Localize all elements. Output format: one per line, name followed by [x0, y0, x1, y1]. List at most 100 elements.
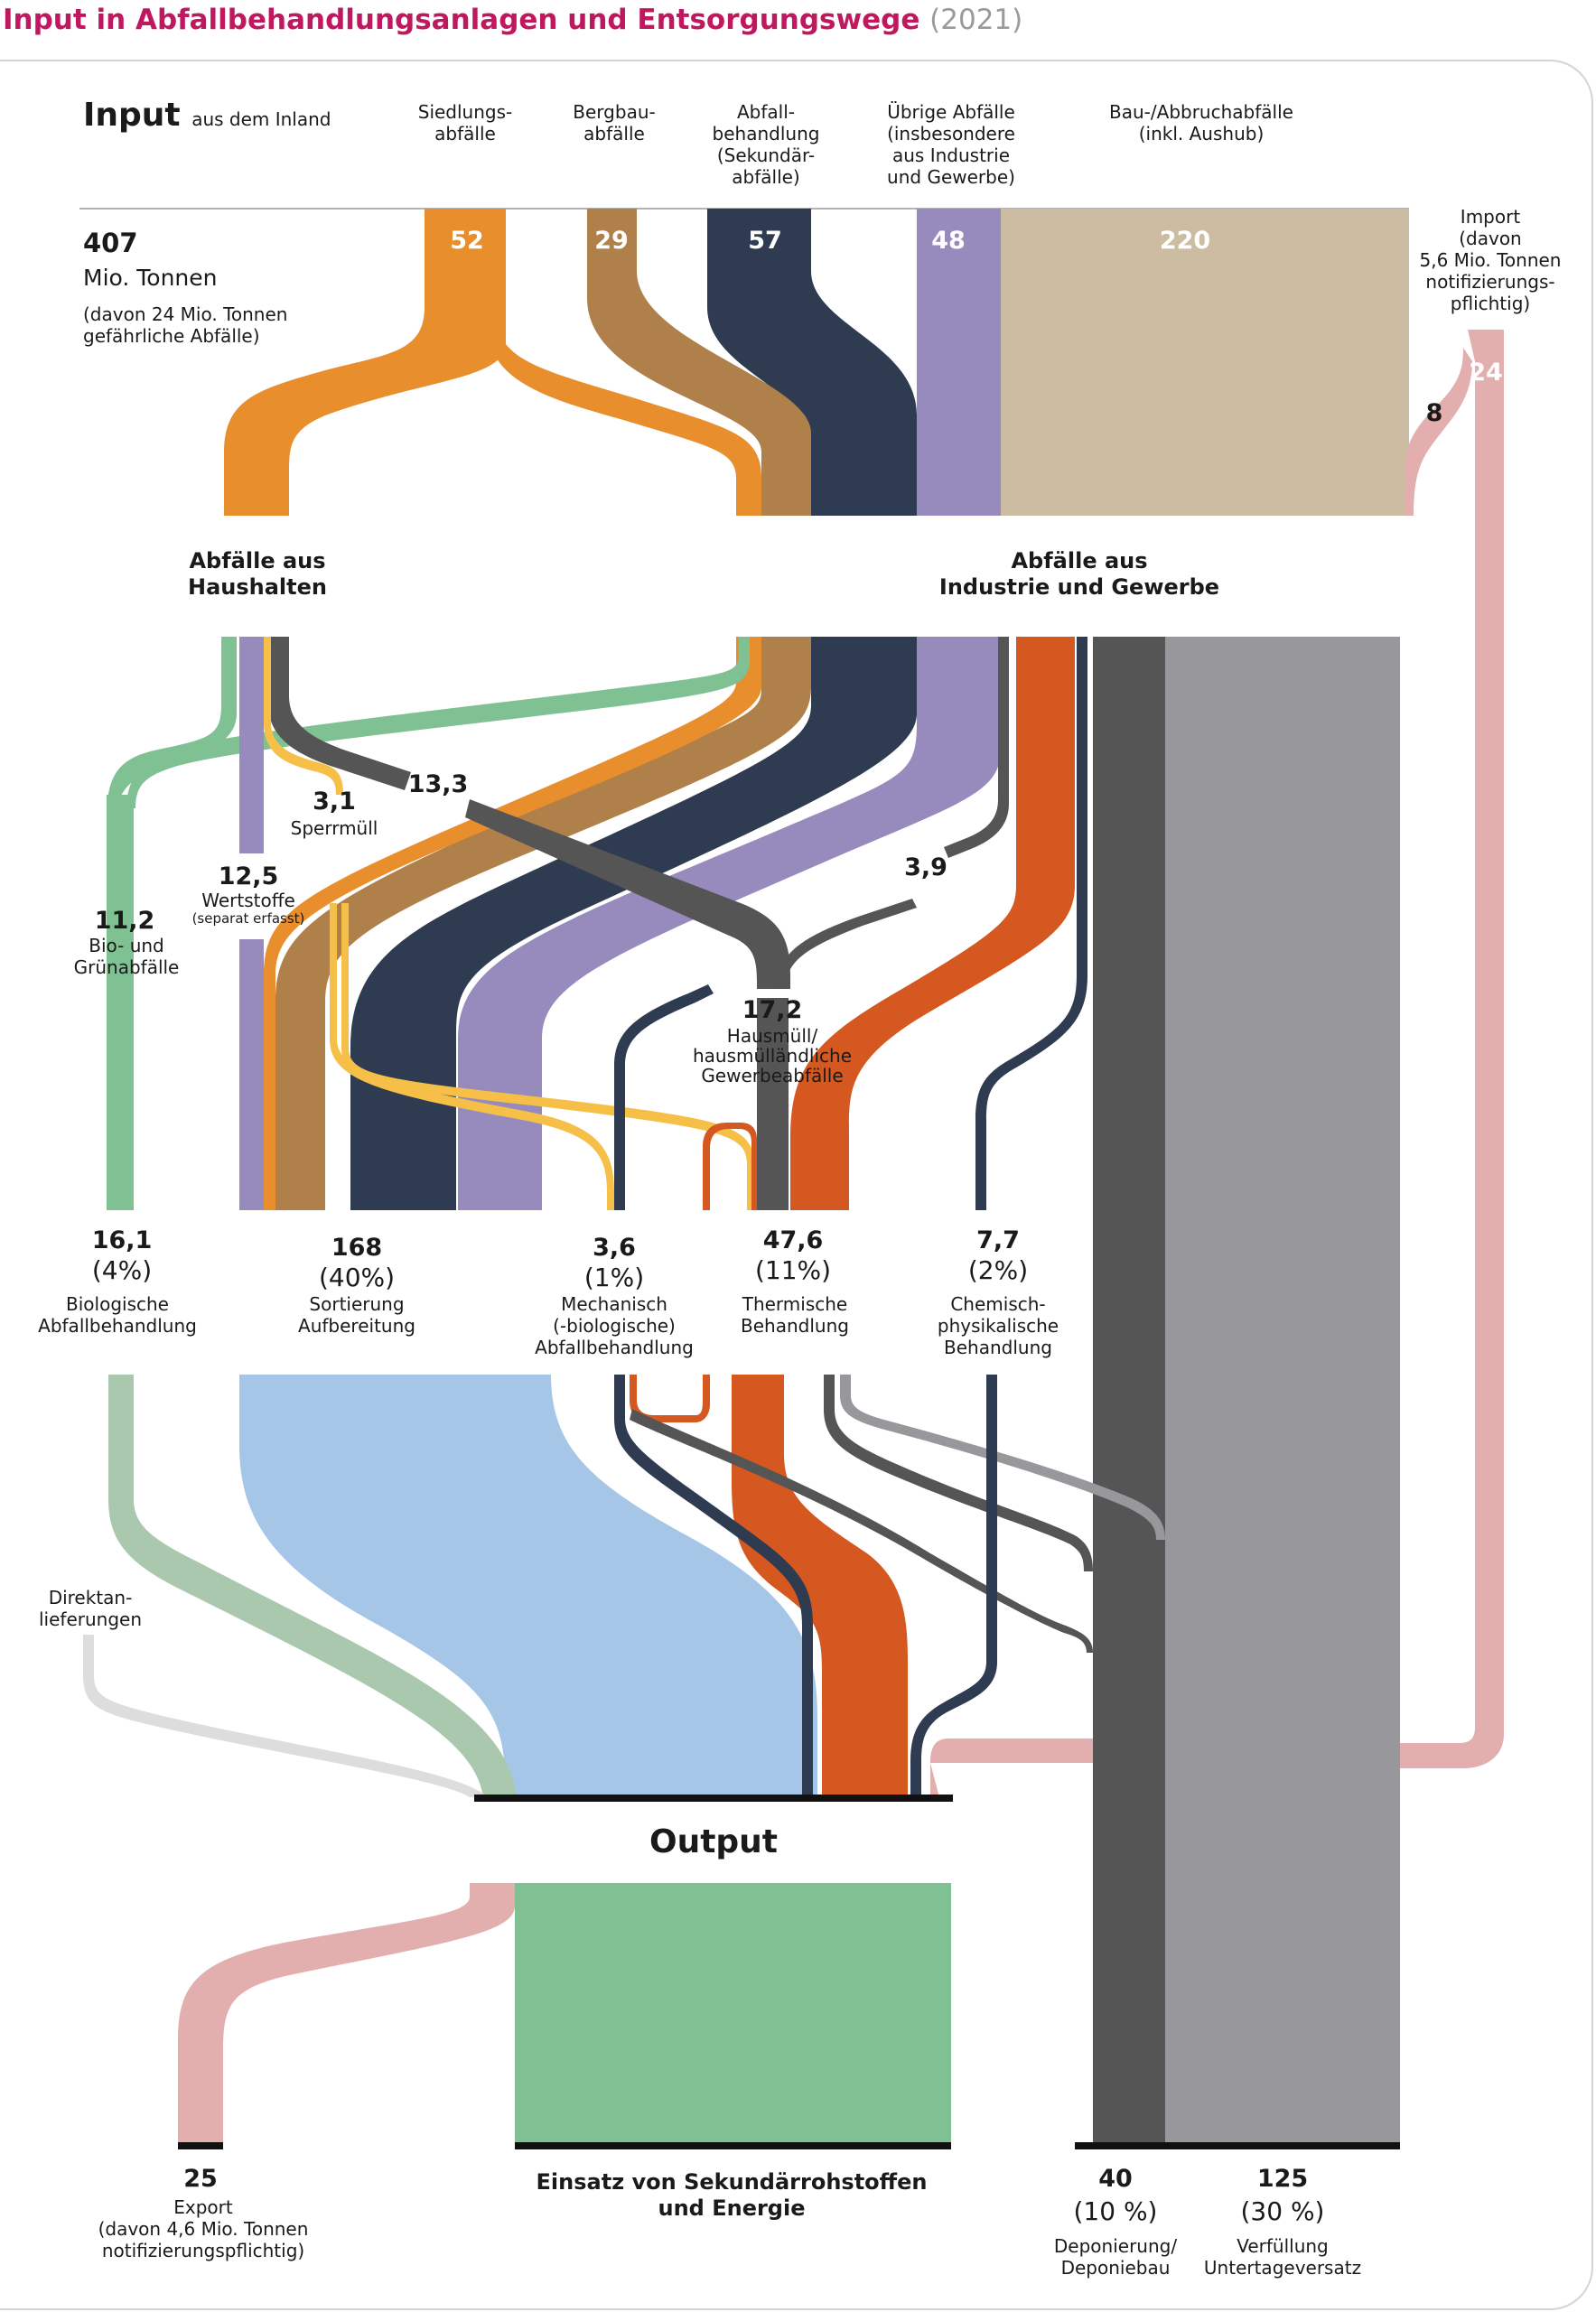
treatment-sortierung-pct: (40%)	[318, 1263, 396, 1292]
sekundaer-bar	[515, 2142, 951, 2149]
flow-abfallbehandlung	[707, 209, 917, 516]
fraction-bio-value: 11,2	[94, 907, 155, 935]
output-bar-top	[474, 1795, 953, 1802]
flow-bio-column	[107, 795, 134, 1210]
source-label-bau: Bau-/Abbruchabfälle (inkl. Aushub)	[1109, 101, 1293, 144]
fraction-13-3-value: 13,3	[407, 770, 469, 798]
fraction-wertstoffe-label: Wertstoffe	[201, 890, 295, 911]
flow-hausmuell-b	[465, 799, 790, 989]
flow-mech-deponie	[630, 1409, 1093, 1653]
treatment-sortierung-label: Sortierung Aufbereitung	[298, 1293, 415, 1337]
fraction-wertstoffe-value: 12,5	[218, 862, 279, 890]
flow-export	[178, 1883, 515, 2149]
source-value-abfallbehandlung: 57	[748, 227, 782, 255]
flow-verfuellung-column	[1165, 637, 1400, 2145]
flow-mech-navy	[614, 984, 714, 1210]
source-label-abfallbehandlung: Abfall- behandlung (Sekundär- abfälle)	[712, 101, 820, 188]
input-heading-text: Input	[83, 97, 181, 134]
deponie-value: 40	[1098, 2165, 1133, 2193]
import-label: Import (davon 5,6 Mio. Tonnen notifizier…	[1419, 206, 1562, 314]
fraction-sperrmuell-value: 3,1	[313, 788, 356, 816]
input-heading: Input aus dem Inland	[83, 96, 331, 135]
input-unit: Mio. Tonnen	[83, 265, 218, 291]
source-label-bergbau: Bergbau- abfälle	[573, 101, 656, 144]
treatment-chem-label: Chemisch- physikalische Behandlung	[937, 1293, 1059, 1358]
fraction-hausmuell-label: Hausmüll/ hausmülländliche Gewerbeabfäll…	[692, 1025, 852, 1086]
treatment-therm-value: 47,6	[762, 1226, 824, 1254]
export-value: 25	[183, 2165, 218, 2193]
source-label-siedlung: Siedlungs- abfälle	[417, 101, 513, 144]
title-year: (2021)	[929, 4, 1023, 36]
deponie-label: Deponierung/ Deponiebau	[1053, 2235, 1178, 2279]
deponie-bar	[1075, 2142, 1400, 2149]
deponie-pct: (10 %)	[1073, 2196, 1158, 2226]
fraction-bio-label: Bio- und Grünabfälle	[73, 935, 180, 978]
treatment-therm-label: Thermische Behandlung	[741, 1293, 849, 1337]
flow-industrie-chem	[975, 637, 1087, 1210]
verfuellung-pct: (30 %)	[1240, 2196, 1325, 2226]
flow-hausmuell-a	[268, 637, 411, 790]
group-industrie: Abfälle aus Industrie und Gewerbe	[938, 548, 1220, 600]
diagram-frame	[0, 60, 1593, 2310]
source-label-uebrige: Übrige Abfälle (insbesondere aus Industr…	[887, 101, 1015, 188]
input-total: 407	[83, 228, 138, 258]
treatment-mech-label: Mechanisch (-biologische) Abfallbehandlu…	[535, 1293, 694, 1358]
verfuellung-value: 125	[1256, 2165, 1309, 2193]
treatment-chem-pct: (2%)	[967, 1255, 1029, 1285]
flow-chem-output	[910, 1375, 997, 1797]
treatment-bio-label: Biologische Abfallbehandlung	[38, 1293, 197, 1337]
flow-abfallbehandlung-mid	[350, 637, 917, 1210]
import-value-small: 8	[1425, 399, 1443, 427]
source-value-uebrige: 48	[931, 227, 966, 255]
flow-deponie-column	[1093, 637, 1165, 2145]
flow-bau-abbruch	[1001, 209, 1409, 516]
treatment-chem-value: 7,7	[976, 1226, 1020, 1254]
flow-loop-therm	[703, 1123, 757, 1210]
export-label: Export (davon 4,6 Mio. Tonnen notifizier…	[98, 2196, 309, 2261]
export-bar	[178, 2142, 223, 2149]
flow-hausmuell-column	[757, 998, 789, 1210]
flow-bergbau-mid	[275, 637, 811, 1210]
chart-title: Input in Abfallbehandlungsanlagen und En…	[3, 4, 1022, 36]
treatment-mech-value: 3,6	[593, 1234, 636, 1262]
treatment-mech-pct: (1%)	[583, 1263, 645, 1292]
input-note: (davon 24 Mio. Tonnen gefährliche Abfäll…	[83, 303, 288, 347]
flow-bio-industrie	[126, 637, 750, 808]
title-text: Input in Abfallbehandlungsanlagen und En…	[3, 4, 920, 36]
source-value-bau: 220	[1159, 227, 1211, 255]
flow-sperrmuell-a	[264, 637, 343, 795]
flow-uebrige	[917, 209, 1001, 516]
input-heading-sub: aus dem Inland	[191, 108, 331, 130]
source-value-bergbau: 29	[594, 227, 629, 255]
direkt-label: Direktan- lieferungen	[38, 1587, 142, 1630]
flow-bergbau	[587, 209, 811, 516]
group-haushalte: Abfälle aus Haushalten	[188, 548, 327, 600]
flow-direkt	[83, 1635, 488, 1797]
flow-import-input	[1405, 348, 1472, 516]
fraction-sperrmuell-label: Sperrmüll	[290, 817, 378, 839]
flow-bio-output	[108, 1375, 517, 1797]
flow-therm-deponie	[824, 1375, 1093, 1571]
flow-siedlung-haushalte	[224, 209, 506, 516]
fraction-3-9-value: 3,9	[904, 853, 947, 881]
flow-industrie-therm	[790, 637, 1075, 1210]
flow-gewerbe-39-a	[777, 899, 917, 989]
fraction-hausmuell-value: 17,2	[742, 996, 803, 1024]
flow-uebrige-mid	[458, 637, 1001, 1210]
output-heading: Output	[649, 1823, 779, 1860]
sekundaer-label: Einsatz von Sekundärrohstoffen und Energ…	[536, 2169, 928, 2221]
flow-wertstoffe-top	[239, 637, 264, 853]
flow-mech-output	[614, 1375, 813, 1797]
verfuellung-label: Verfüllung Untertageversatz	[1203, 2235, 1362, 2279]
fraction-wertstoffe-sublabel: (separat erfasst)	[191, 910, 305, 927]
flow-sekundaer	[515, 1883, 951, 2147]
source-value-siedlung: 52	[450, 227, 484, 255]
treatment-sortierung-value: 168	[331, 1234, 383, 1262]
flow-wertstoffe-bottom	[239, 939, 264, 1210]
flow-gewerbe-39-b	[944, 637, 1009, 858]
treatment-bio-pct: (4%)	[91, 1255, 153, 1285]
treatment-therm-pct: (11%)	[754, 1255, 832, 1285]
flow-import-output	[1398, 330, 1504, 1768]
flow-sortierung-output	[239, 1375, 817, 1797]
